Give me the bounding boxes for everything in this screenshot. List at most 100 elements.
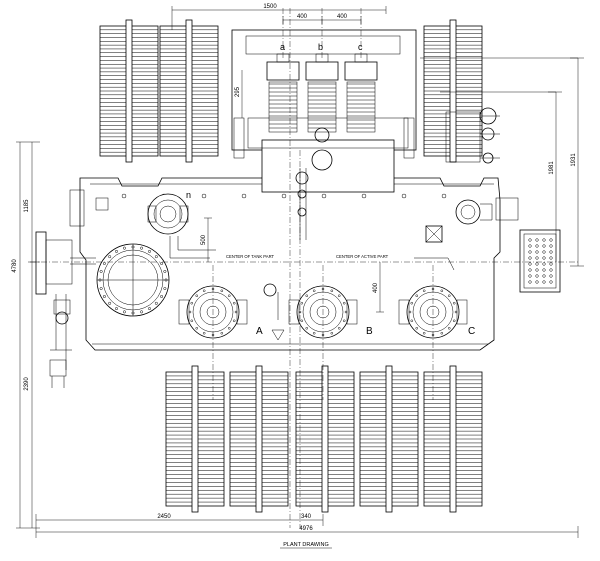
neutral-bushing — [147, 193, 189, 235]
sampling-valve-cross — [425, 225, 443, 243]
vent-hole-icon — [549, 280, 553, 284]
dim-4976: 4976 — [299, 526, 313, 532]
dim-400-a: 400 — [297, 14, 308, 20]
radiator-banks — [99, 19, 483, 513]
bolt-icon — [201, 193, 207, 199]
vent-hole-icon — [535, 274, 539, 278]
bushing-label-c: c — [358, 42, 363, 52]
vent-hole-icon — [528, 280, 532, 284]
dim-1500: 1500 — [263, 4, 277, 10]
vent-hole-icon — [535, 238, 539, 242]
relay-valves — [445, 107, 500, 164]
bolt-icon — [441, 193, 447, 199]
radiator-top-right — [423, 19, 483, 163]
radiator-top-left-inner — [159, 19, 219, 163]
bolt-icon — [102, 295, 106, 298]
dim-4780: 4780 — [12, 259, 18, 273]
drawing-title: PLANT DRAWING — [283, 542, 329, 548]
phase-label-a: A — [256, 326, 263, 337]
bolt-icon — [241, 193, 247, 199]
active-center-label: CENTER OF ACTIVE PART — [336, 254, 389, 259]
vent-hole-icon — [528, 256, 532, 260]
bolt-icon — [154, 301, 158, 305]
phase-label-c: C — [468, 326, 475, 337]
bolt-icon — [99, 287, 103, 290]
phase-label-b: B — [366, 326, 373, 337]
dim-1981: 1981 — [549, 161, 555, 175]
vent-hole-icon — [535, 262, 539, 266]
bushing-label-n: n — [186, 190, 191, 200]
vent-hole-icon — [535, 280, 539, 284]
bolt-icon — [108, 301, 112, 305]
radiator-bottom-3 — [295, 365, 355, 513]
radiator-bottom-4 — [359, 365, 419, 513]
vent-hole-icon — [535, 244, 539, 248]
bolt-icon — [361, 193, 367, 199]
dim-340: 340 — [301, 514, 312, 520]
vent-hole-icon — [542, 268, 546, 272]
vent-hole-icon — [549, 238, 553, 242]
bolt-icon — [121, 193, 127, 199]
bushing-b — [305, 53, 339, 133]
bushing-label-b: b — [318, 42, 323, 52]
bushing-a — [266, 53, 300, 133]
tank-center-label: CENTER OF TANK PART — [226, 254, 275, 259]
bolt-icon — [160, 295, 164, 298]
radiator-top-left-outer — [99, 19, 159, 163]
bolt-icon — [99, 270, 103, 273]
bushing-c — [344, 53, 378, 133]
vent-hole-icon — [542, 280, 546, 284]
dim-295: 295 — [235, 86, 241, 97]
vent-hole-icon — [528, 250, 532, 254]
vent-hole-icon — [528, 268, 532, 272]
bolt-icon — [115, 249, 118, 253]
vent-hole-icon — [542, 244, 546, 248]
vent-hole-icon — [549, 244, 553, 248]
bolt-icon — [148, 307, 151, 311]
dim-400-v: 400 — [373, 282, 379, 293]
bolt-icon — [115, 307, 118, 311]
bolt-icon — [123, 246, 126, 250]
bolt-icon — [154, 255, 158, 259]
dimension-lines — [16, 6, 584, 549]
dim-2450: 2450 — [157, 514, 171, 520]
vent-hole-icon — [542, 238, 546, 242]
bolt-icon — [102, 262, 106, 265]
bolt-icon — [160, 262, 164, 265]
bolt-icon — [148, 249, 151, 253]
vent-hole-icon — [549, 250, 553, 254]
vent-hole-icon — [528, 244, 532, 248]
dim-1185: 1185 — [24, 199, 30, 213]
vent-hole-icon — [542, 250, 546, 254]
piping — [169, 127, 455, 341]
radiator-bottom-1 — [165, 365, 225, 513]
vent-hole-icon — [542, 262, 546, 266]
vent-hole-icon — [535, 250, 539, 254]
vent-hole-icon — [535, 268, 539, 272]
manhole-cover — [96, 243, 170, 317]
vent-hole-icon — [542, 256, 546, 260]
bushing-label-a: a — [280, 42, 285, 52]
vent-hole-icon — [549, 256, 553, 260]
dim-400-b: 400 — [337, 14, 348, 20]
bolt-icon — [163, 270, 167, 273]
dim-500: 500 — [201, 234, 207, 245]
bolt-icon — [140, 310, 143, 314]
vent-hole-icon — [528, 274, 532, 278]
dim-2390: 2390 — [24, 377, 30, 391]
bolt-icon — [163, 287, 167, 290]
right-flange — [455, 199, 493, 225]
dim-1931: 1931 — [571, 153, 577, 167]
bolt-icon — [281, 193, 287, 199]
vent-hole-icon — [549, 262, 553, 266]
vent-hole-icon — [528, 262, 532, 266]
bolt-icon — [321, 193, 327, 199]
vent-hole-icon — [549, 268, 553, 272]
bolt-icon — [401, 193, 407, 199]
vent-hole-icon — [542, 274, 546, 278]
vent-hole-icon — [549, 274, 553, 278]
vent-hole-icon — [535, 256, 539, 260]
vent-hole-icon — [528, 238, 532, 242]
control-cabinet — [519, 229, 561, 293]
